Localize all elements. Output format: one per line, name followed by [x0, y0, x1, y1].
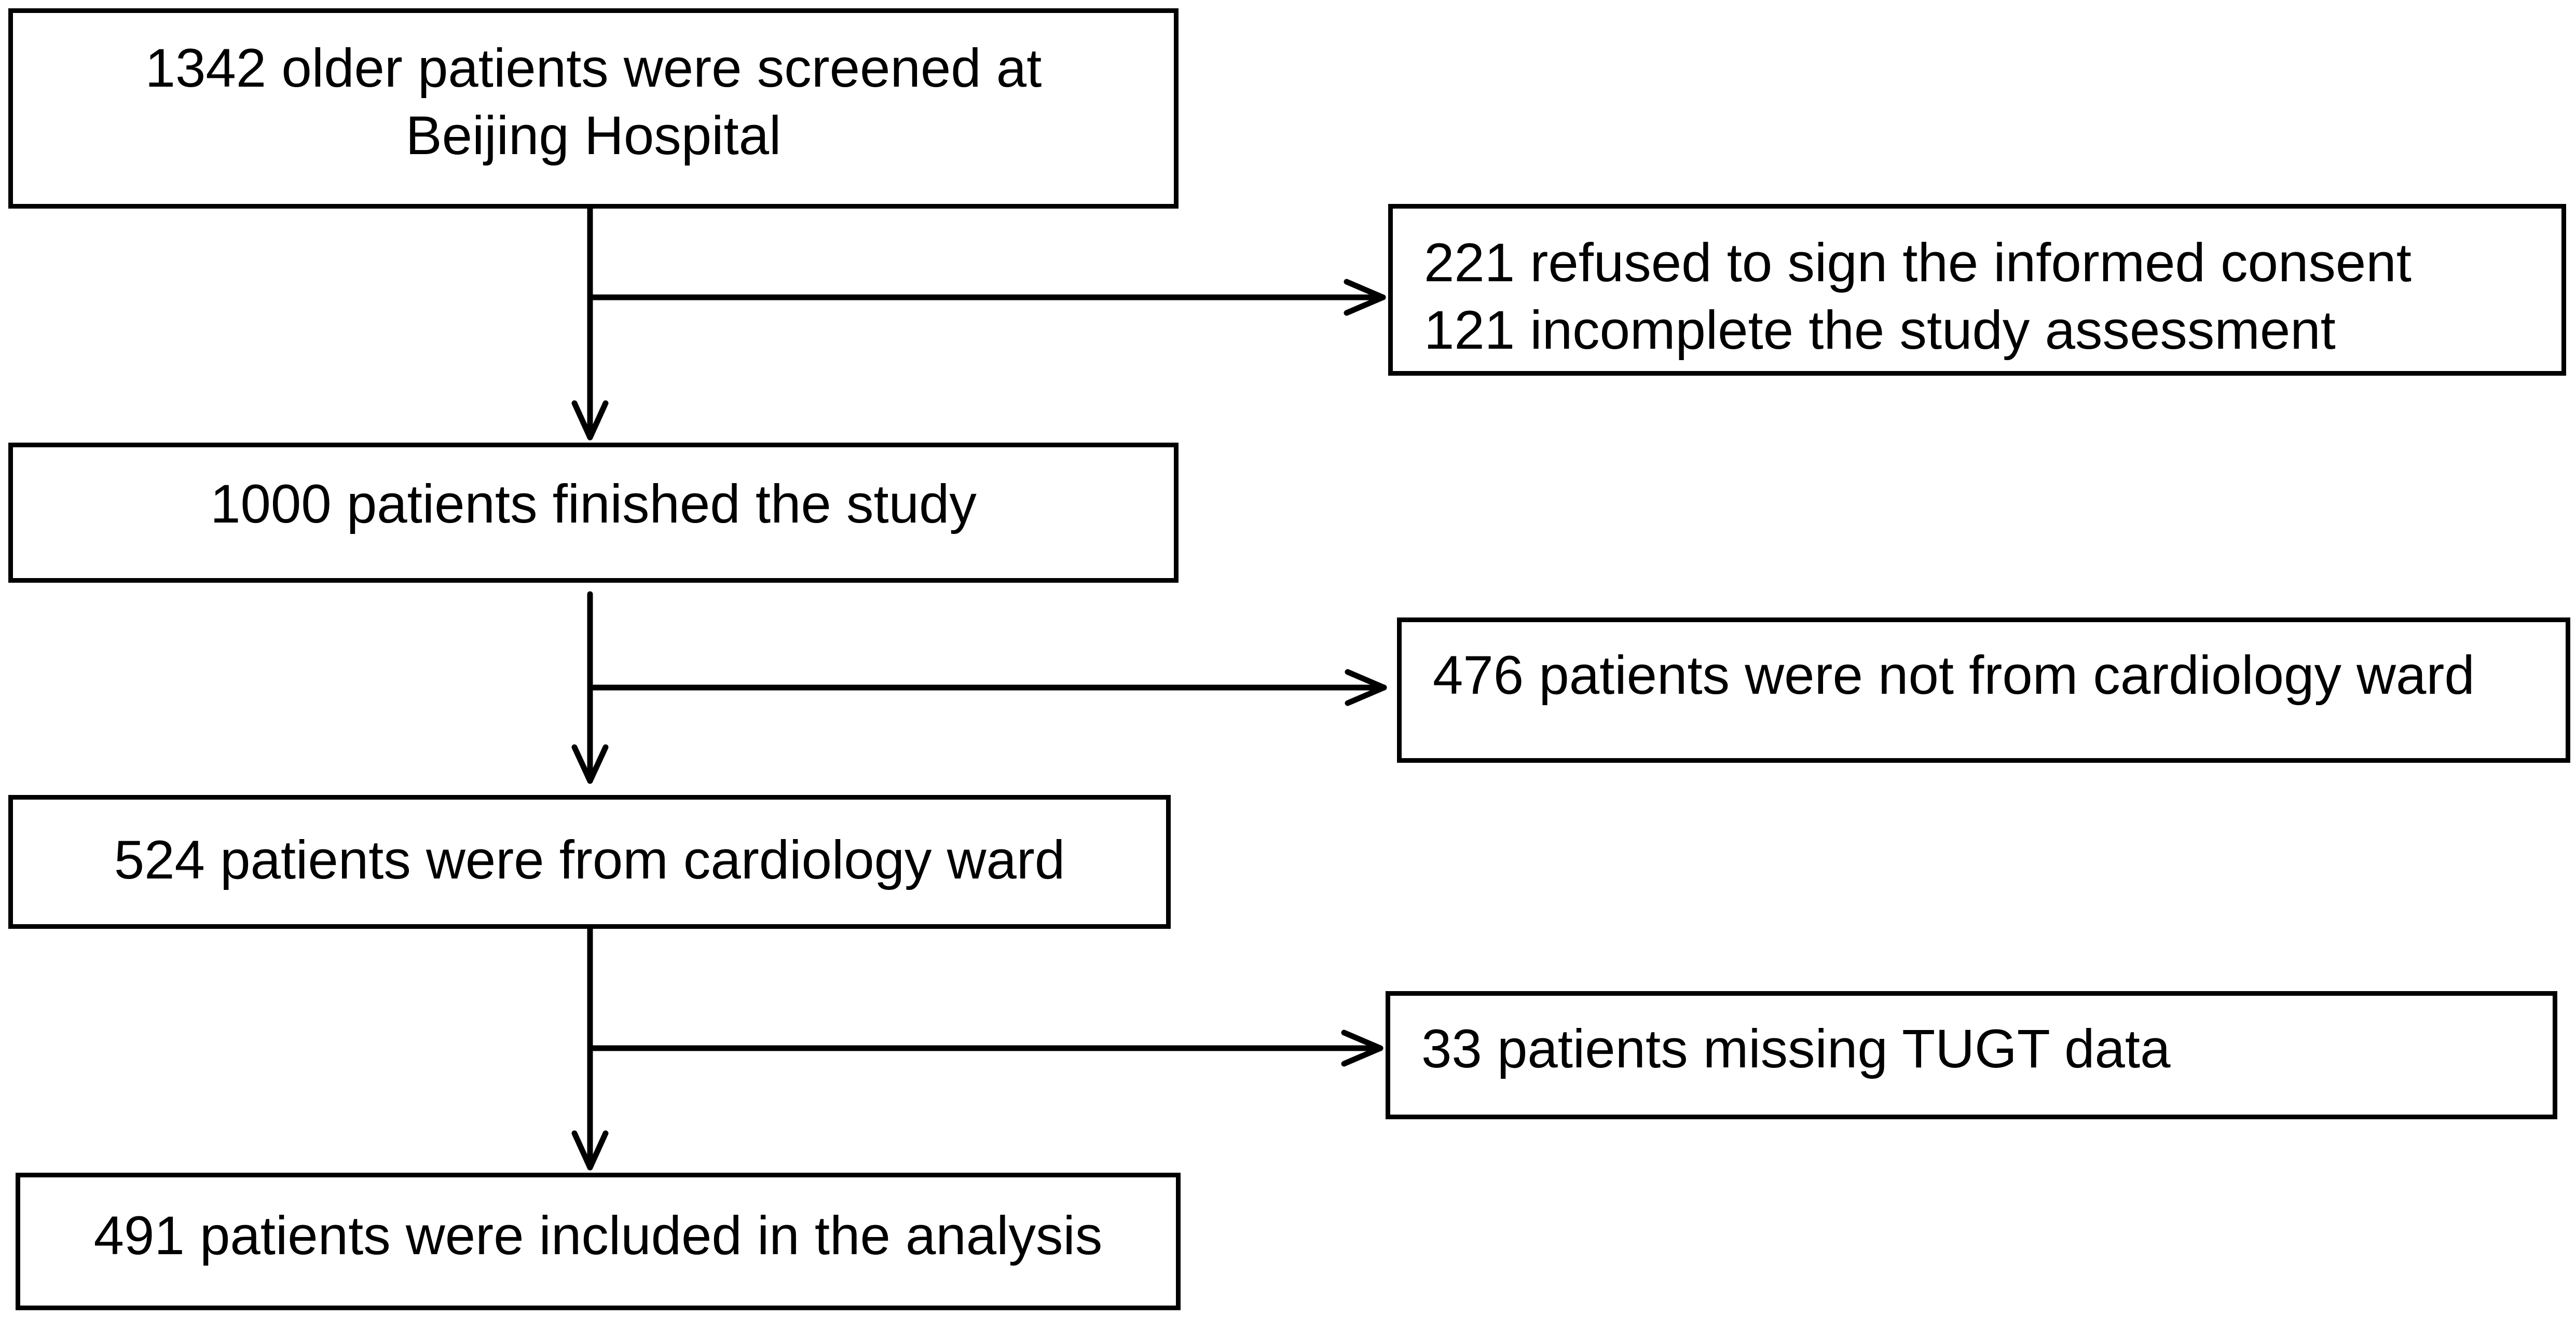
finished-box: 1000 patients finished the study: [8, 443, 1179, 583]
branch-3-arrowhead: [1341, 1029, 1383, 1067]
exclusion-box-1: 221 refused to sign the informed consent…: [1388, 204, 2566, 376]
connector-1-arrowhead: [571, 400, 609, 441]
exclusion-box-2: 476 patients were not from cardiology wa…: [1397, 617, 2570, 763]
exclusion-1-line-1: 221 refused to sign the informed consent: [1424, 232, 2411, 293]
exclusion-1-line-2: 121 incomplete the study assessment: [1424, 300, 2336, 361]
screened-line-2: Beijing Hospital: [405, 105, 782, 166]
screened-box: 1342 older patients were screened at Bei…: [8, 8, 1179, 209]
exclusion-3-text: 33 patients missing TUGT data: [1421, 1019, 2171, 1079]
included-text: 491 patients were included in the analys…: [93, 1205, 1103, 1266]
cardiology-box: 524 patients were from cardiology ward: [8, 795, 1171, 929]
exclusion-2-text: 476 patients were not from cardiology wa…: [1433, 645, 2475, 706]
screened-line-1: 1342 older patients were screened at: [145, 38, 1042, 99]
connector-3-arrowhead: [571, 1130, 609, 1171]
branch-1-arrowhead: [1344, 279, 1386, 316]
connector-2-arrowhead: [571, 744, 609, 784]
branch-2-arrowhead: [1345, 669, 1387, 706]
exclusion-box-3: 33 patients missing TUGT data: [1386, 991, 2557, 1119]
included-box: 491 patients were included in the analys…: [16, 1173, 1181, 1310]
cardiology-text: 524 patients were from cardiology ward: [114, 830, 1065, 890]
finished-text: 1000 patients finished the study: [210, 474, 977, 534]
